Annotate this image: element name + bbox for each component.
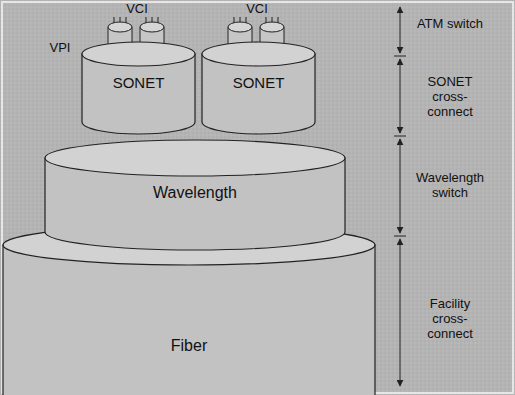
range-brackets <box>394 7 406 386</box>
sonet-cylinder: SONET <box>82 42 195 134</box>
vci-label: VCI <box>228 1 286 16</box>
cylinder-top <box>3 225 375 265</box>
vci-label: VCI <box>108 1 166 16</box>
wavelength-cylinder: Wavelength <box>45 140 345 250</box>
cylinder-top <box>82 42 195 66</box>
cylinder-top <box>202 42 315 66</box>
cylinder-label: Wavelength <box>153 184 237 202</box>
layer-label: ATM switch <box>412 16 488 31</box>
cylinder-label: Fiber <box>171 337 207 355</box>
vci-lines <box>114 17 278 27</box>
layer-label: SONET cross-connect <box>412 74 488 119</box>
vpi-label: VPI <box>40 40 80 55</box>
cylinder-top <box>45 140 345 176</box>
cylinder-label: SONET <box>233 74 285 91</box>
sonet-cylinder: SONET <box>202 42 315 134</box>
cylinder-body <box>3 245 375 395</box>
layer-label: Facility cross-connect <box>412 296 488 341</box>
cylinder-label: SONET <box>113 74 165 91</box>
layer-label: Wavelength switch <box>412 170 488 200</box>
